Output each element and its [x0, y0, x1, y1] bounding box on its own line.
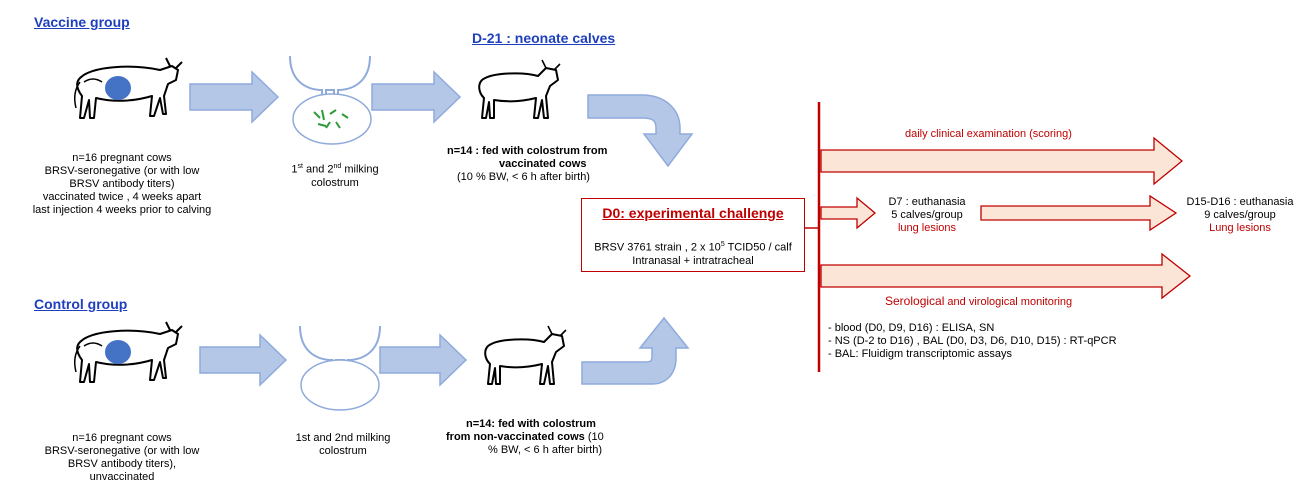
- vaccine-cow-line: vaccinated twice , 4 weeks apart: [42, 191, 202, 203]
- control-group-heading: Control group: [34, 296, 128, 312]
- d7-calves: 5 calves/group: [891, 209, 963, 221]
- d7-lesions: lung lesions: [897, 222, 957, 234]
- colostrum-drop-vaccinated: [292, 93, 372, 145]
- vaccine-calves-bold: n=14 : fed with colostrum from: [447, 145, 608, 157]
- d15-calves: 9 calves/group: [1204, 209, 1276, 221]
- arrow-cow-to-milking-vaccine: [189, 70, 280, 124]
- d15-title: D15-D16 : euthanasia: [1186, 196, 1294, 208]
- challenge-route: Intranasal + intratracheal: [632, 254, 754, 267]
- arrow-d7-to-d15: [980, 194, 1178, 232]
- vaccine-cow-icon: [73, 57, 183, 119]
- vaccine-cow-line: BRSV-seronegative (or with low: [44, 165, 200, 177]
- arrow-daily-examination: [820, 136, 1184, 186]
- vaccine-group-heading: Vaccine group: [34, 14, 130, 30]
- virological-word: and virological monitoring: [944, 296, 1073, 308]
- serological-label: Serological and virological monitoring: [885, 294, 1072, 308]
- control-cow-line: unvaccinated: [89, 471, 155, 483]
- vaccine-cow-line: last injection 4 weeks prior to calving: [32, 204, 212, 216]
- arrow-calves-to-challenge-control: [581, 316, 690, 385]
- vaccine-calves-description: n=14 : fed with colostrum from vaccinate…: [447, 145, 637, 184]
- arrow-calves-to-challenge-vaccine: [587, 94, 694, 168]
- vaccine-cow-line: n=16 pregnant cows: [72, 152, 172, 164]
- d7-block: D7 : euthanasia 5 calves/group lung lesi…: [872, 196, 982, 235]
- daily-examination-label: daily clinical examination (scoring): [905, 128, 1072, 140]
- control-cow-line: n=16 pregnant cows: [72, 432, 172, 444]
- control-milking-line: 1st and 2nd milking: [295, 432, 391, 444]
- control-cow-line: BRSV-seronegative (or with low: [44, 445, 200, 457]
- control-calves-bold: n=14: fed with colostrum: [466, 418, 596, 430]
- d7-title: D7 : euthanasia: [888, 196, 966, 208]
- arrow-to-d7: [820, 196, 877, 230]
- vaccine-calves-heading: D-21 : neonate calves: [472, 30, 616, 46]
- control-calf-icon: [484, 325, 567, 385]
- control-calves-tail: (10: [584, 431, 604, 443]
- colostrum-drop-control: [300, 359, 380, 411]
- control-cow-line: BRSV antibody titers),: [67, 458, 177, 470]
- vaccine-cow-line: BRSV antibody titers): [69, 178, 175, 190]
- arrow-milking-to-calves-control: [379, 333, 468, 387]
- vaccine-calves-bold: vaccinated cows: [499, 158, 587, 170]
- vaccine-colostrum-label: colostrum: [311, 176, 359, 189]
- control-cow-icon: [73, 321, 183, 383]
- monitoring-list: - blood (D0, D9, D16) : ELISA, SN - NS (…: [828, 322, 1228, 361]
- control-colostrum-label: colostrum: [319, 445, 367, 457]
- control-calves-note: % BW, < 6 h after birth): [488, 444, 603, 456]
- d15-lesions: Lung lesions: [1209, 222, 1271, 234]
- vaccine-calf-icon: [478, 59, 561, 119]
- monitoring-item: - BAL: Fluidigm transcriptomic assays: [828, 348, 1012, 360]
- arrow-serological-monitoring: [820, 252, 1192, 300]
- control-cow-description: n=16 pregnant cows BRSV-seronegative (or…: [14, 432, 230, 484]
- vaccine-calves-note: (10 % BW, < 6 h after birth): [457, 171, 590, 183]
- vaccine-cow-description: n=16 pregnant cows BRSV-seronegative (or…: [14, 152, 230, 217]
- d15-block: D15-D16 : euthanasia 9 calves/group Lung…: [1176, 196, 1304, 235]
- challenge-title: D0: experimental challenge: [602, 205, 784, 221]
- monitoring-item: - NS (D-2 to D16) , BAL (D0, D3, D6, D10…: [828, 335, 1117, 347]
- challenge-details: BRSV 3761 strain , 2 x 105 TCID50 / calf…: [581, 238, 805, 268]
- control-calves-bold: from non-vaccinated cows: [446, 431, 585, 443]
- control-milking-label: 1st and 2nd milking colostrum: [268, 432, 418, 458]
- challenge-box: [581, 198, 805, 272]
- control-calves-description: n=14: fed with colostrum from non-vaccin…: [446, 418, 646, 457]
- arrow-cow-to-milking-control: [199, 333, 288, 387]
- vaccine-milking-label: 1st and 2nd milking colostrum: [260, 160, 410, 190]
- serological-word: Serological: [885, 294, 945, 308]
- arrow-milking-to-calves-vaccine: [371, 70, 462, 124]
- monitoring-item: - blood (D0, D9, D16) : ELISA, SN: [828, 322, 995, 334]
- vaccine-particles-icon: [313, 109, 349, 129]
